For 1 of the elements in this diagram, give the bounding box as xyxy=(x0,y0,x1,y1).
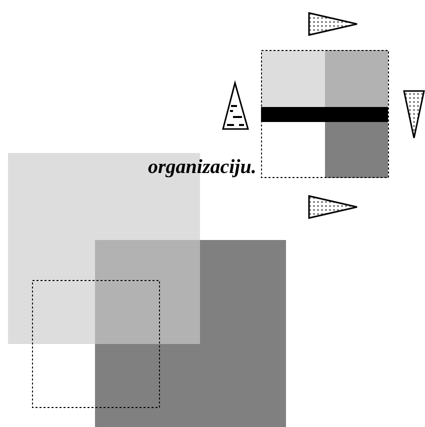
caption-text: organizaciju. xyxy=(148,155,256,179)
